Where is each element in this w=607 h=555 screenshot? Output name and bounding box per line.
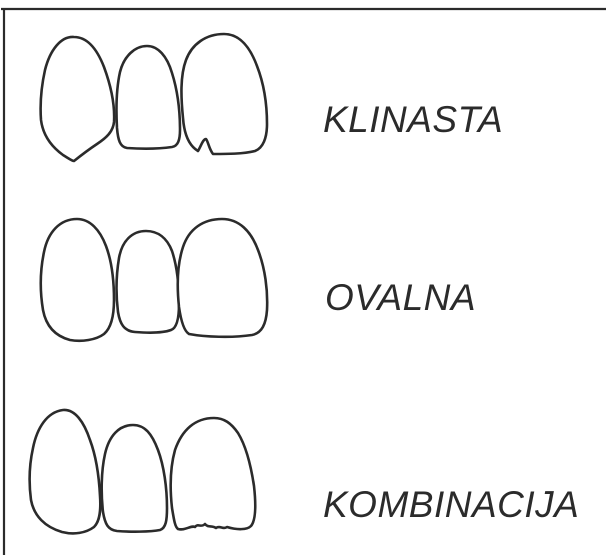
row-label-ovalna: OVALNA <box>325 277 476 318</box>
row-label-klinasta: KLINASTA <box>323 99 503 140</box>
tooth-right <box>181 34 267 154</box>
row-label-kombinacija: KOMBINACIJA <box>323 484 579 525</box>
tooth-right <box>178 219 267 337</box>
tooth-left <box>41 219 114 341</box>
tooth-middle <box>102 425 167 532</box>
row-klinasta: KLINASTA <box>41 34 504 161</box>
tooth-left <box>30 410 101 533</box>
tooth-middle <box>116 46 180 149</box>
tooth-middle <box>117 231 179 333</box>
row-ovalna: OVALNA <box>41 219 476 341</box>
tooth-left <box>41 37 115 161</box>
tooth-right <box>171 418 255 529</box>
row-kombinacija: KOMBINACIJA <box>30 410 580 533</box>
